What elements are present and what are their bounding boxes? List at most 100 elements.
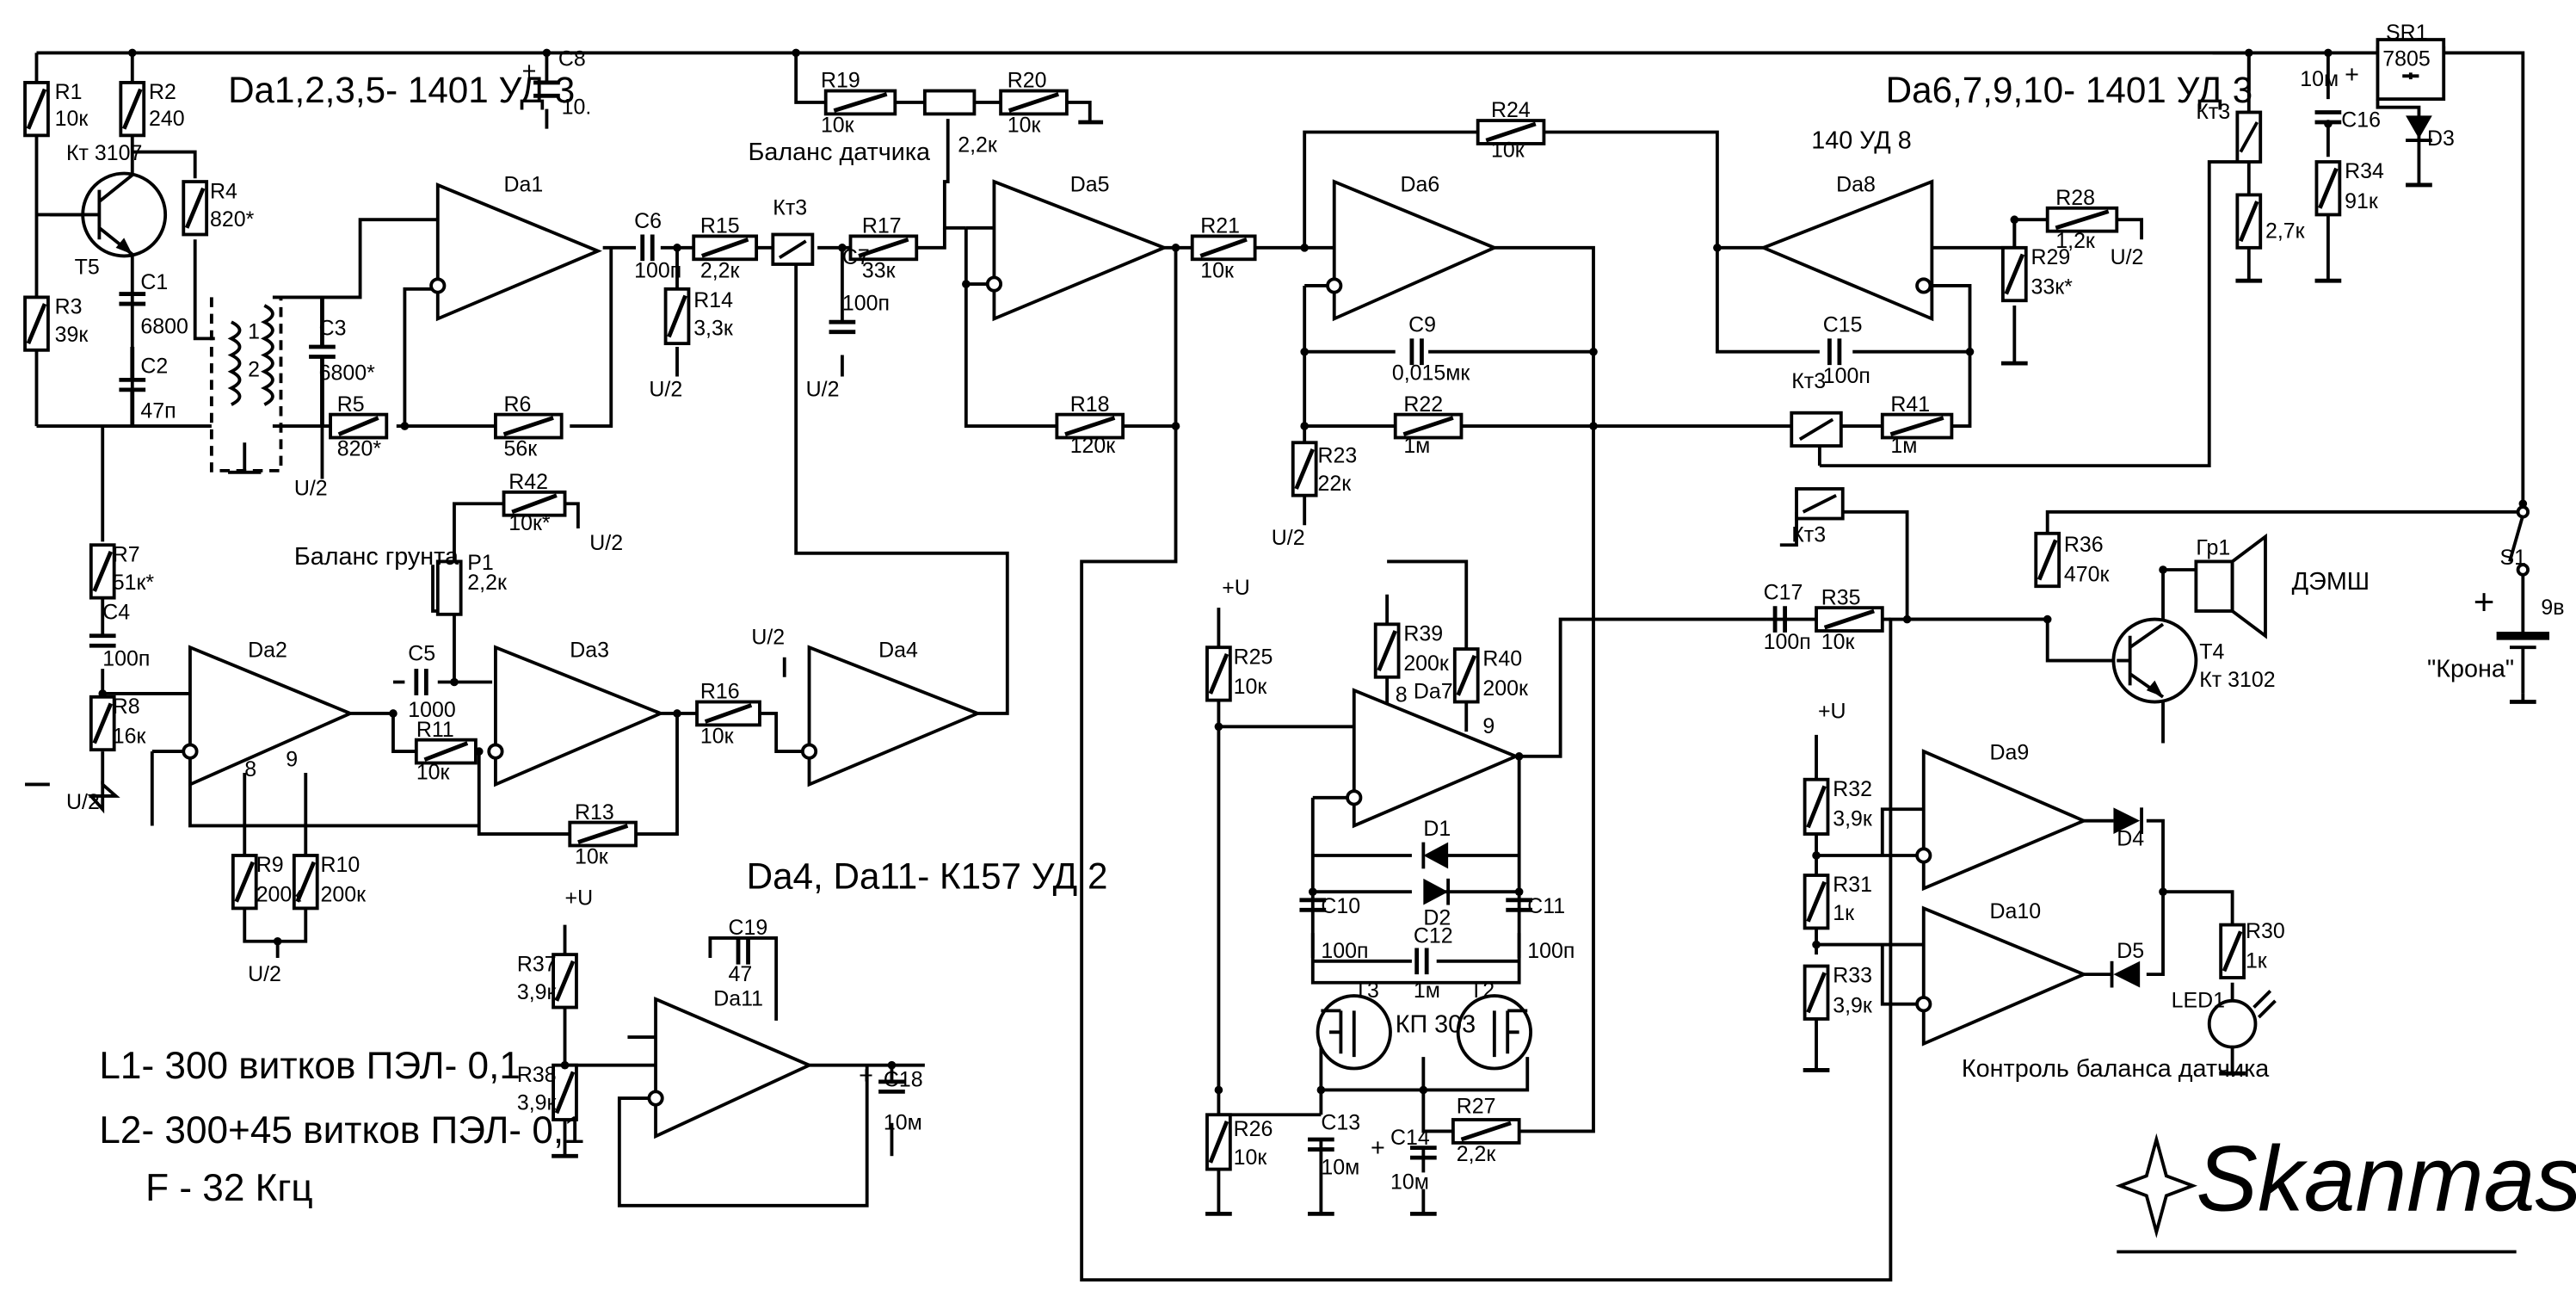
svg-text:U/2: U/2 — [66, 790, 100, 814]
note-freq: F - 32 Кгц — [145, 1167, 313, 1209]
svg-text:R6: R6 — [504, 392, 532, 417]
svg-text:8: 8 — [1396, 683, 1408, 707]
svg-text:9: 9 — [1482, 714, 1494, 738]
svg-text:10м: 10м — [1321, 1155, 1359, 1179]
svg-text:C1: C1 — [140, 270, 168, 294]
ref-da8: Da8 — [1836, 173, 1876, 197]
capacitor-c12 — [1414, 948, 1429, 975]
pot-p1 — [435, 559, 463, 616]
svg-text:C5: C5 — [408, 642, 435, 666]
svg-text:R42: R42 — [508, 470, 548, 494]
svg-text:+U: +U — [565, 886, 594, 911]
transistors — [49, 171, 2198, 1071]
svg-text:10м: 10м — [884, 1111, 922, 1135]
svg-text:1к: 1к — [1833, 901, 1855, 925]
capacitor-c10 — [1299, 898, 1327, 912]
label-t4-type: Кт 3102 — [2199, 668, 2275, 692]
svg-text:820*: 820* — [337, 437, 382, 461]
ref-da10: Da10 — [1990, 899, 2042, 923]
diode-d2 — [1423, 878, 1449, 905]
svg-text:100п: 100п — [102, 646, 150, 670]
brand-logo: Skanmaster — [2115, 1127, 2576, 1254]
svg-text:C10: C10 — [1321, 894, 1360, 918]
svg-text:7805: 7805 — [2382, 47, 2430, 71]
svg-text:Кт3: Кт3 — [1791, 522, 1826, 547]
diode-d5 — [2113, 960, 2141, 988]
svg-text:D1: D1 — [1423, 817, 1451, 841]
svg-text:LED1: LED1 — [2172, 989, 2225, 1013]
svg-text:R9: R9 — [256, 853, 284, 877]
svg-text:R19: R19 — [821, 69, 860, 93]
svg-text:C3: C3 — [319, 317, 347, 341]
svg-text:1,2к: 1,2к — [2055, 229, 2096, 253]
label-t3-ref: T3 — [1354, 979, 1379, 1003]
svg-text:C7: C7 — [842, 245, 870, 269]
svg-text:U/2: U/2 — [589, 531, 623, 555]
opamp-da10 — [1921, 905, 2088, 1047]
note-l1: L1- 300 витков ПЭЛ- 0,1 — [99, 1045, 520, 1087]
svg-text:3,9к: 3,9к — [517, 980, 558, 1004]
svg-text:33к: 33к — [862, 258, 897, 282]
ref-da1: Da1 — [504, 173, 544, 197]
label-t5-ref: T5 — [75, 256, 100, 280]
opamp-da1 — [435, 182, 602, 322]
svg-text:R15: R15 — [700, 214, 740, 238]
svg-text:R25: R25 — [1234, 645, 1273, 669]
svg-text:D4: D4 — [2117, 826, 2144, 850]
svg-text:100п: 100п — [1321, 939, 1368, 963]
capacitor-c18 — [878, 1079, 905, 1094]
note-da1-group: Da1,2,3,5- 1401 УД 3 — [228, 70, 575, 110]
svg-text:R27: R27 — [1457, 1094, 1496, 1118]
ref-da7: Da7 — [1414, 680, 1453, 704]
svg-text:2,2к: 2,2к — [467, 571, 508, 595]
svg-text:240: 240 — [149, 107, 185, 131]
svg-text:+: + — [1371, 1134, 1385, 1162]
svg-text:120к: 120к — [1070, 434, 1117, 458]
svg-text:R16: R16 — [700, 680, 740, 704]
svg-text:C15: C15 — [1823, 313, 1863, 337]
svg-text:R36: R36 — [2064, 533, 2104, 557]
svg-text:U/2: U/2 — [806, 378, 840, 402]
resistor-sensor-pot — [922, 89, 977, 116]
svg-text:200к: 200к — [256, 883, 303, 907]
junctions — [98, 48, 2528, 1095]
transistor-t4 — [2111, 617, 2198, 704]
svg-text:R7: R7 — [113, 542, 140, 566]
capacitor-c17 — [1772, 606, 1787, 633]
note-da8-type: 140 УД 8 — [1811, 127, 1911, 155]
svg-text:R14: R14 — [693, 288, 733, 312]
svg-text:R29: R29 — [2031, 245, 2070, 269]
svg-text:C4: C4 — [102, 601, 130, 625]
opamp-da9 — [1921, 749, 2088, 892]
svg-text:R4: R4 — [210, 179, 237, 203]
svg-text:1м: 1м — [1403, 434, 1430, 458]
svg-text:R3: R3 — [55, 295, 83, 319]
svg-text:51к*: 51к* — [113, 571, 155, 595]
svg-text:47: 47 — [728, 962, 752, 986]
svg-text:3,9к: 3,9к — [1833, 993, 1873, 1017]
label-t5-type: Кт 3107 — [66, 141, 142, 165]
relay-kt3-1 — [771, 232, 815, 266]
svg-text:Кт3: Кт3 — [2196, 100, 2230, 124]
svg-text:C18: C18 — [884, 1068, 923, 1092]
label-sensor-balance: Баланс датчика — [749, 139, 931, 166]
svg-text:9: 9 — [286, 747, 298, 771]
capacitor-c15 — [1827, 338, 1842, 366]
svg-text:R32: R32 — [1833, 777, 1872, 801]
svg-text:D3: D3 — [2427, 127, 2455, 151]
svg-text:10к: 10к — [700, 724, 735, 748]
svg-text:D5: D5 — [2117, 939, 2144, 963]
capacitor-c7 — [829, 319, 856, 335]
svg-text:U/2: U/2 — [248, 962, 281, 986]
svg-text:6800*: 6800* — [319, 361, 375, 385]
svg-text:R31: R31 — [1833, 873, 1872, 897]
note-da4-group: Da4, Da11- К157 УД 2 — [747, 855, 1108, 896]
svg-text:1м: 1м — [1414, 979, 1440, 1003]
opamp-input-bubbles — [182, 275, 1932, 1107]
svg-text:10к: 10к — [1821, 630, 1856, 654]
label-speaker: ДЭМШ — [2292, 568, 2370, 596]
label-sensor-control: Контроль баланса датчика — [1962, 1055, 2269, 1083]
svg-text:C16: C16 — [2341, 108, 2381, 133]
svg-text:2,2к: 2,2к — [958, 133, 998, 157]
